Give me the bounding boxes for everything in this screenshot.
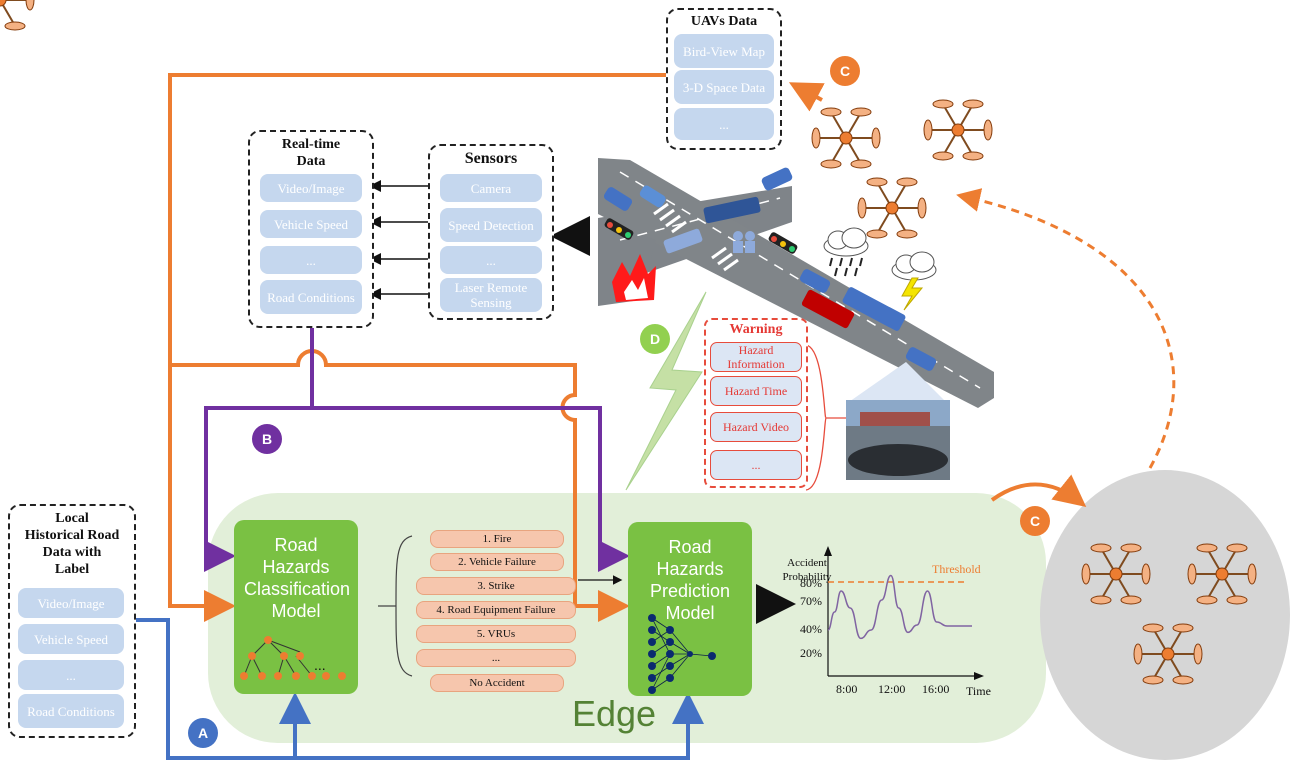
car-blue-3 <box>761 167 793 191</box>
class-item-5: ... <box>416 649 576 667</box>
class-item-0: 1. Fire <box>430 530 564 548</box>
chart-threshold-label: Threshold <box>932 562 981 576</box>
rain-cloud-icon <box>823 227 869 277</box>
xtick-0: 8:00 <box>836 682 858 696</box>
local-item-1: Vehicle Speed <box>18 624 124 654</box>
badge-c-right: C <box>1020 506 1050 536</box>
local-item-3: Road Conditions <box>18 694 124 728</box>
purple-realtime-line <box>204 328 314 572</box>
truck-blue <box>842 287 906 331</box>
realtime-item-1: Vehicle Speed <box>260 210 362 238</box>
realtime-data-title: Real-time Data <box>281 137 341 169</box>
local-data-title: Local Historical Road Data with Label <box>24 511 120 577</box>
class-item-4: 5. VRUs <box>416 625 576 643</box>
warning-item-0: Hazard Information <box>710 342 802 372</box>
car-blue-2 <box>639 185 666 208</box>
orange-uav-line <box>168 73 668 622</box>
warning-box: Warning Hazard Information Hazard Time H… <box>704 318 808 488</box>
svg-text:...: ... <box>314 657 326 673</box>
badge-d: D <box>640 324 670 354</box>
sensors-item-2: ... <box>440 246 542 274</box>
blue-local-line <box>136 618 704 760</box>
storm-cloud-icon <box>891 251 937 311</box>
badge-a: A <box>188 718 218 748</box>
car-blue-4 <box>799 269 831 293</box>
lightning-d <box>625 291 707 491</box>
warning-item-3: ... <box>710 450 802 480</box>
class-item-3: 4. Road Equipment Failure <box>416 601 576 619</box>
chart-xlabel: Time <box>966 684 991 698</box>
car-blue-5 <box>905 347 937 371</box>
local-item-2: ... <box>18 660 124 690</box>
bus-blue <box>703 196 761 224</box>
realtime-item-0: Video/Image <box>260 174 362 202</box>
realtime-item-3: Road Conditions <box>260 280 362 314</box>
firetruck <box>801 289 855 329</box>
pedestrians <box>733 231 755 253</box>
realtime-data-box: Real-time Data Video/Image Vehicle Speed… <box>248 130 374 328</box>
sensors-item-0: Camera <box>440 174 542 202</box>
classification-model-label: Road Hazards Classification Model <box>244 535 351 621</box>
uavs-item-1: 3-D Space Data <box>674 70 774 104</box>
uavs-item-2: ... <box>674 108 774 140</box>
badge-c-top: C <box>830 56 860 86</box>
class-item-6: No Accident <box>430 674 564 692</box>
xtick-2: 16:00 <box>922 682 950 696</box>
traffic-light-left <box>604 218 634 240</box>
badge-b: B <box>252 424 282 454</box>
uavs-data-title: UAVs Data <box>690 14 758 29</box>
orange-uav-line-2 <box>170 349 630 622</box>
drone-icon <box>0 0 35 31</box>
ytick-3: 80% <box>800 576 822 590</box>
sensors-item-3: Laser Remote Sensing <box>440 278 542 312</box>
local-data-box: Local Historical Road Data with Label Vi… <box>8 504 136 738</box>
uavs-data-box: UAVs Data Bird-View Map 3-D Space Data .… <box>666 8 782 150</box>
uavs-item-0: Bird-View Map <box>674 34 774 68</box>
classification-model-box: Road Hazards Classification Model <box>234 520 358 694</box>
warning-title: Warning <box>729 322 783 337</box>
local-item-0: Video/Image <box>18 588 124 618</box>
sensors-title: Sensors <box>464 150 518 167</box>
prediction-model-label: Road Hazards Prediction Model <box>649 537 731 623</box>
purple-realtime-line-2 <box>312 406 630 572</box>
dashcam-photo <box>846 362 950 480</box>
ytick-0: 20% <box>800 646 822 660</box>
traffic-light-right <box>768 232 798 254</box>
class-item-1: 2. Vehicle Failure <box>430 553 564 571</box>
ytick-1: 40% <box>800 622 822 636</box>
probability-series-line <box>827 574 972 640</box>
sensors-box: Sensors Camera Speed Detection ... Laser… <box>428 144 554 320</box>
realtime-item-2: ... <box>260 246 362 274</box>
sensors-item-1: Speed Detection <box>440 208 542 242</box>
car-white <box>663 228 703 254</box>
car-blue-1 <box>603 187 633 211</box>
warning-item-1: Hazard Time <box>710 376 802 406</box>
uav-cluster-circle <box>1040 470 1290 760</box>
xtick-1: 12:00 <box>878 682 906 696</box>
warning-item-2: Hazard Video <box>710 412 802 442</box>
ytick-2: 70% <box>800 594 822 608</box>
class-item-2: 3. Strike <box>416 577 576 595</box>
edge-label: Edge <box>572 693 657 734</box>
chart-ylabel: Accident Probability <box>782 557 832 583</box>
